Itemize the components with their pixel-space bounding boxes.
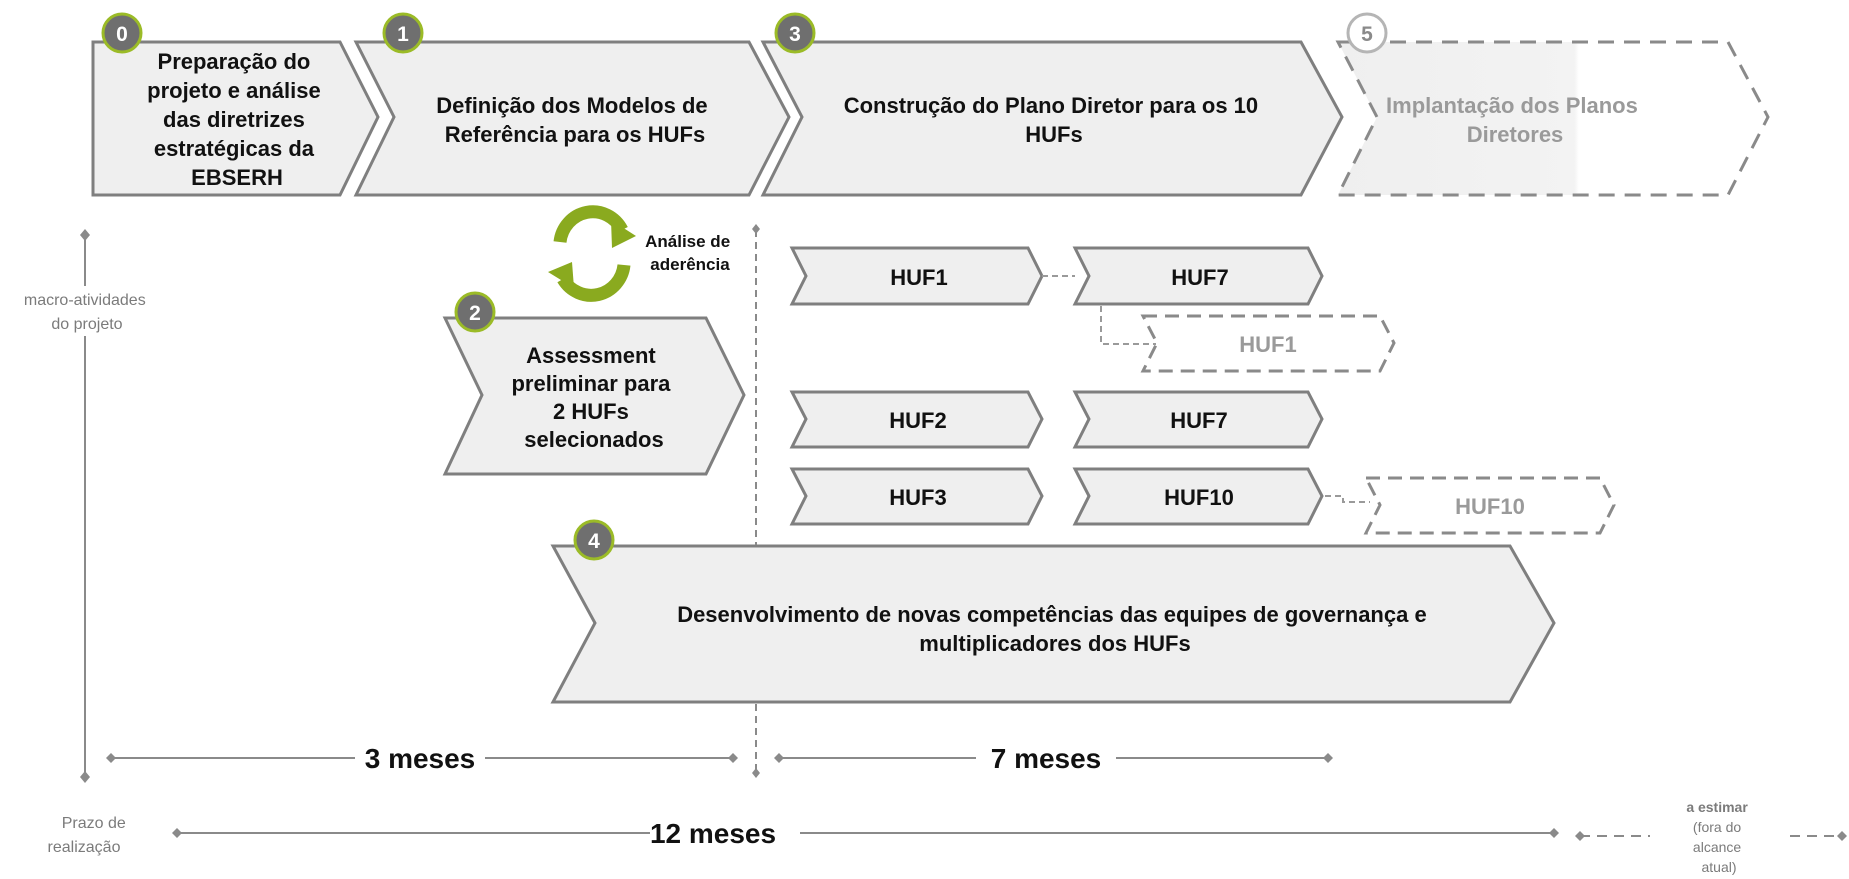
svg-text:Análise de aderência: Análise de aderência bbox=[645, 232, 735, 274]
huf-1-label: HUF1 bbox=[890, 265, 947, 290]
development-line-1: Desenvolvimento de novas competências da… bbox=[677, 602, 1427, 627]
duration-7-months: 7 meses bbox=[774, 740, 1333, 774]
estimate-tail: a estimar (fora do alcance atual) bbox=[1575, 799, 1847, 875]
svg-text:Assessment preliminar pa: Assessment preliminar para 2 HUFs seleci… bbox=[511, 343, 676, 452]
estimate-line-3: alcance bbox=[1693, 839, 1741, 855]
estimate-line-2: (fora do bbox=[1693, 819, 1741, 835]
badge-0: 0 bbox=[101, 12, 143, 54]
svg-text:Definição dos Modelos de: Definição dos Modelos de Referência para… bbox=[436, 93, 714, 147]
huf-7-label-a: HUF7 bbox=[1171, 265, 1228, 290]
huf-row-3: HUF3 HUF10 bbox=[789, 467, 1324, 526]
svg-text:Desenvolvimento de novas compe: Desenvolvimento de novas competências da… bbox=[677, 602, 1433, 656]
assessment-phase: Assessment preliminar para 2 HUFs seleci… bbox=[442, 316, 746, 476]
prazo-label-line-2: realização bbox=[48, 839, 121, 856]
phase-3-line-2: HUFs bbox=[1025, 122, 1082, 147]
cycle-label-line-1: Análise de bbox=[645, 232, 730, 251]
huf-10-label: HUF10 bbox=[1164, 485, 1234, 510]
huf-10-future-label: HUF10 bbox=[1455, 494, 1525, 519]
prazo-label-line-1: Prazo de bbox=[62, 815, 126, 832]
phase-3-line-1: Construção do Plano Diretor para os 10 bbox=[844, 93, 1258, 118]
phase-1-line-1: Definição dos Modelos de bbox=[436, 93, 707, 118]
badge-5: 5 bbox=[1346, 12, 1388, 54]
svg-text:a estimar (fora do: a estimar (fora do alcance atual) bbox=[1686, 799, 1751, 875]
svg-text:Preparação do projeto e: Preparação do projeto e análise das dire… bbox=[147, 49, 327, 190]
assessment-line-3: 2 HUFs bbox=[553, 399, 629, 424]
assessment-line-1: Assessment bbox=[526, 343, 656, 368]
phase-5: Implantação dos Planos Diretores bbox=[1335, 40, 1770, 197]
badge-0-number: 0 bbox=[116, 23, 128, 46]
badge-2: 2 bbox=[454, 291, 496, 333]
duration-12-label: 12 meses bbox=[650, 818, 776, 849]
phase-0-line-4: estratégicas da bbox=[154, 136, 315, 161]
huf-2-label: HUF2 bbox=[889, 408, 946, 433]
estimate-line-4: atual) bbox=[1701, 859, 1736, 875]
phase-3: Construção do Plano Diretor para os 10 H… bbox=[760, 40, 1344, 197]
svg-text:Implantação dos Planos D: Implantação dos Planos Diretores bbox=[1386, 93, 1644, 147]
phase-0-line-5: EBSERH bbox=[191, 165, 283, 190]
badge-1-number: 1 bbox=[397, 23, 409, 46]
huf-row-3-future: HUF10 bbox=[1325, 476, 1616, 535]
huf-1-future-label: HUF1 bbox=[1239, 332, 1296, 357]
phase-1: Definição dos Modelos de Referência para… bbox=[353, 40, 791, 197]
huf-row-1-future: HUF1 bbox=[1100, 306, 1396, 373]
badge-3: 3 bbox=[774, 12, 816, 54]
cycle-label-line-2: aderência bbox=[650, 255, 730, 274]
assessment-line-2: preliminar para bbox=[511, 371, 671, 396]
development-line-2: multiplicadores dos HUFs bbox=[919, 631, 1190, 656]
phase-0-line-2: projeto e análise bbox=[147, 78, 321, 103]
huf-row-1: HUF1 HUF7 bbox=[789, 246, 1324, 306]
timeline-divider bbox=[752, 224, 760, 778]
badge-5-number: 5 bbox=[1361, 23, 1373, 46]
badge-3-number: 3 bbox=[789, 23, 801, 46]
huf-3-label: HUF3 bbox=[889, 485, 946, 510]
phase-1-line-2: Referência para os HUFs bbox=[445, 122, 705, 147]
phase-0-line-3: das diretrizes bbox=[163, 107, 305, 132]
svg-text:Construção do Plano Diretor pa: Construção do Plano Diretor para os 10 H… bbox=[844, 93, 1265, 147]
svg-text:Prazo de realização: Prazo de realização bbox=[48, 815, 131, 856]
badge-2-number: 2 bbox=[469, 302, 481, 325]
development-phase: Desenvolvimento de novas competências da… bbox=[550, 544, 1556, 704]
phase-5-line-1: Implantação dos Planos bbox=[1386, 93, 1638, 118]
duration-7-label: 7 meses bbox=[991, 743, 1102, 774]
assessment-line-4: selecionados bbox=[524, 427, 663, 452]
badge-4: 4 bbox=[573, 519, 615, 561]
cycle-icon bbox=[548, 205, 636, 302]
badge-4-number: 4 bbox=[588, 530, 600, 553]
badge-1: 1 bbox=[382, 12, 424, 54]
phase-0-line-1: Preparação do bbox=[158, 49, 311, 74]
macro-activities-axis: macro-atividades do projeto bbox=[5, 229, 165, 783]
svg-text:macro-atividades do proj: macro-atividades do projeto bbox=[24, 292, 150, 333]
macro-label-line-2: do projeto bbox=[51, 316, 122, 333]
duration-12-months: 12 meses bbox=[172, 815, 1559, 851]
huf-row-2: HUF2 HUF7 bbox=[789, 390, 1324, 449]
duration-3-label: 3 meses bbox=[365, 743, 476, 774]
huf-7-label-b: HUF7 bbox=[1170, 408, 1227, 433]
duration-3-months: 3 meses bbox=[106, 740, 738, 774]
phase-5-line-2: Diretores bbox=[1467, 122, 1564, 147]
macro-label-line-1: macro-atividades bbox=[24, 292, 146, 309]
estimate-line-1: a estimar bbox=[1686, 799, 1748, 815]
phase-0: Preparação do projeto e análise das dire… bbox=[91, 40, 380, 197]
